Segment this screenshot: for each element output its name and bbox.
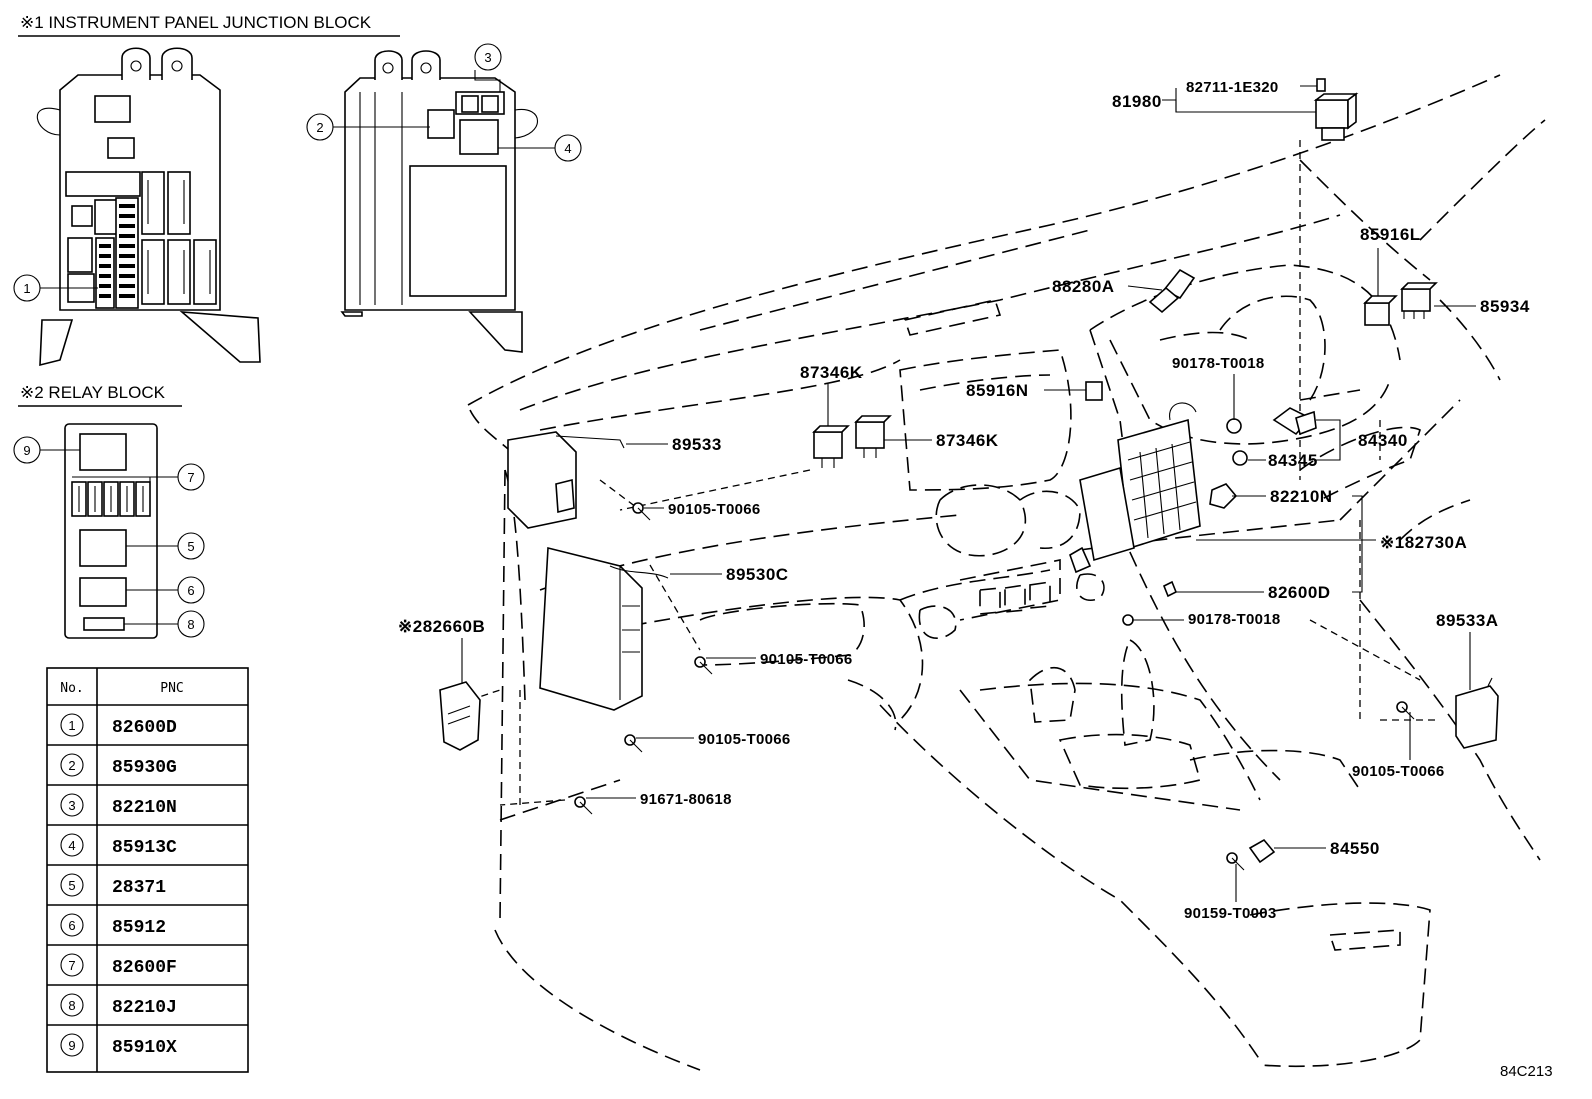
label-82660b: ※282660B	[398, 617, 485, 636]
table-row: 7 82600F	[60, 953, 177, 978]
table-header-no: No.	[60, 681, 83, 696]
junction-block-title: ※1 INSTRUMENT PANEL JUNCTION BLOCK	[20, 13, 372, 32]
table-row: 3 82210N	[60, 793, 177, 818]
relay-block-title: ※2 RELAY BLOCK	[20, 383, 166, 402]
table-row: 5 28371	[60, 873, 166, 898]
label-90178-t0018-b: 90178-T0018	[1188, 611, 1281, 628]
callout-2: 2	[316, 120, 323, 135]
label-84550: 84550	[1330, 839, 1380, 858]
row-pnc: 85913C	[112, 838, 177, 858]
table-row: 2 85930G	[60, 753, 177, 778]
row-no: 5	[68, 878, 75, 893]
label-82711-1e320: 82711-1E320	[1186, 79, 1279, 96]
callout-3: 3	[484, 50, 491, 65]
label-85916l: 85916L	[1360, 225, 1421, 244]
row-pnc: 82210J	[112, 998, 177, 1018]
label-91671-80618: 91671-80618	[640, 791, 732, 808]
figure-reference: 84C213	[1500, 1063, 1553, 1080]
table-row: 6 85912	[60, 913, 166, 938]
label-85934: 85934	[1480, 297, 1530, 316]
component-illustrations	[439, 78, 1499, 871]
row-pnc: 82600D	[112, 718, 177, 738]
junction-block-callouts: 1 2 3 4	[13, 43, 582, 302]
row-pnc: 82210N	[112, 798, 177, 818]
label-89533a: 89533A	[1436, 611, 1499, 630]
label-89530c: 89530C	[726, 565, 789, 584]
relay-block-illustration	[64, 423, 158, 639]
part-labels: 81980 82711-1E320 85916L 85934 88280A 87…	[398, 79, 1530, 922]
label-84345: 84345	[1268, 451, 1318, 470]
label-90178-t0018-a: 90178-T0018	[1172, 355, 1265, 372]
callout-6: 6	[187, 583, 194, 598]
row-no: 4	[68, 838, 75, 853]
table-row: 1 82600D	[60, 713, 177, 738]
pnc-table: No. PNC 1 82600D 2 85930G 3 82210N 4 859…	[46, 667, 249, 1073]
table-row: 9 85910X	[60, 1033, 177, 1058]
label-88280a: 88280A	[1052, 277, 1115, 296]
row-no: 2	[68, 758, 75, 773]
row-pnc: 85910X	[112, 1038, 177, 1058]
row-no: 1	[68, 718, 75, 733]
junction-block-front-illustration	[36, 47, 261, 367]
label-81980: 81980	[1112, 92, 1162, 111]
row-no: 6	[68, 918, 75, 933]
table-row: 4 85913C	[60, 833, 177, 858]
label-87346k-a: 87346K	[800, 363, 863, 382]
callout-8: 8	[187, 617, 194, 632]
callout-5: 5	[187, 539, 194, 554]
callout-1: 1	[23, 281, 30, 296]
label-90105-t0066-a: 90105-T0066	[668, 501, 761, 518]
row-no: 8	[68, 998, 75, 1013]
row-no: 7	[68, 958, 75, 973]
label-89533: 89533	[672, 435, 722, 454]
row-pnc: 82600F	[112, 958, 177, 978]
label-82210n: 82210N	[1270, 487, 1333, 506]
label-90105-t0066-d: 90105-T0066	[698, 731, 791, 748]
row-pnc: 85912	[112, 918, 166, 938]
label-90105-t0066-c: 90105-T0066	[1352, 763, 1445, 780]
label-82730a: ※182730A	[1380, 533, 1467, 552]
label-82600d: 82600D	[1268, 583, 1331, 602]
label-90105-t0066-b: 90105-T0066	[760, 651, 853, 668]
label-87346k-b: 87346K	[936, 431, 999, 450]
callout-4: 4	[564, 141, 571, 156]
callout-7: 7	[187, 470, 194, 485]
label-90159-t0003: 90159-T0003	[1184, 905, 1277, 922]
row-no: 3	[68, 798, 75, 813]
relay-block-callouts: 9 7 5 6 8	[13, 436, 205, 638]
junction-block-rear-illustration	[340, 50, 539, 353]
row-pnc: 28371	[112, 878, 166, 898]
row-pnc: 85930G	[112, 758, 177, 778]
table-row: 8 82210J	[60, 993, 177, 1018]
table-header-pnc: PNC	[160, 681, 183, 696]
label-84340: 84340	[1358, 431, 1408, 450]
row-no: 9	[68, 1038, 75, 1053]
callout-9: 9	[23, 443, 30, 458]
label-85916n: 85916N	[966, 381, 1029, 400]
